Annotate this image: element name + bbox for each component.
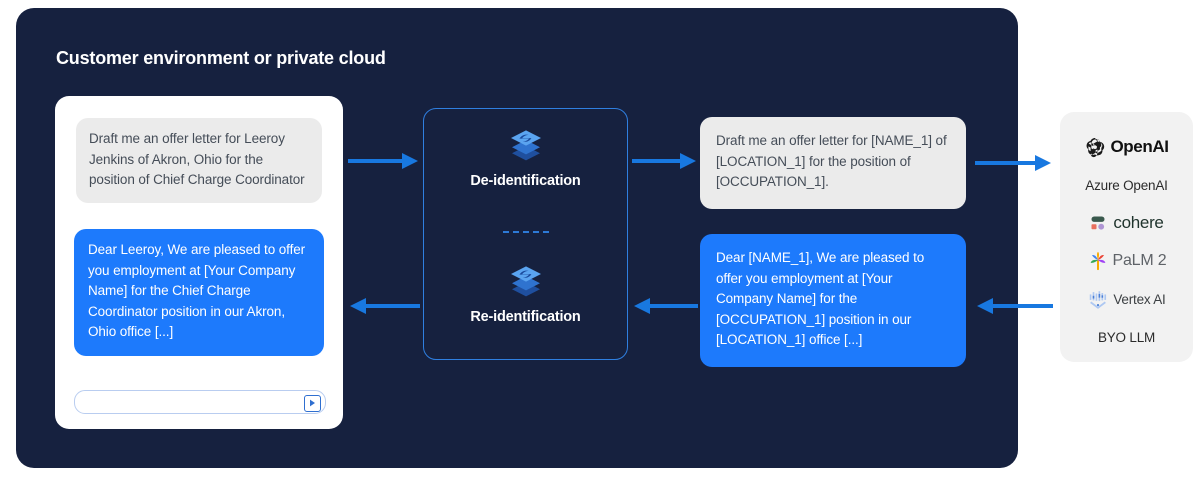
user-message-bubble: Draft me an offer letter for Leeroy Jenk… <box>76 118 322 203</box>
deidentified-response-bubble: Dear [NAME_1], We are pleased to offer y… <box>700 234 966 367</box>
page-title: Customer environment or private cloud <box>56 48 386 68</box>
arrow-reidentification-to-chat <box>350 298 420 314</box>
cohere-logo-icon <box>1091 216 1105 230</box>
llm-provider-openai[interactable]: OpenAI <box>1060 128 1193 166</box>
processing-box: De-identification Re-identification <box>423 108 628 360</box>
llm-provider-label: BYO LLM <box>1097 329 1156 345</box>
dashed-divider <box>502 231 549 233</box>
openai-logo-icon <box>1087 138 1105 158</box>
chat-card: Draft me an offer letter for Leeroy Jenk… <box>55 96 343 429</box>
llm-provider-label: Azure OpenAI <box>1085 177 1168 193</box>
send-triangle-icon[interactable] <box>304 394 321 412</box>
layers-icon <box>510 130 541 161</box>
llm-provider-label: OpenAI <box>1110 137 1169 156</box>
arrow-request-to-llm <box>975 155 1051 171</box>
step-label: Re-identification <box>470 309 581 325</box>
llm-provider-label: cohere <box>1113 213 1164 232</box>
layers-icon <box>510 266 541 297</box>
arrow-deidentification-to-request <box>632 153 696 169</box>
arrow-response-to-reidentification <box>634 298 698 314</box>
arrow-chat-to-deidentification <box>348 153 418 169</box>
vertex-ai-logo-icon <box>1090 291 1107 309</box>
step-de-identification: De-identification <box>424 127 627 189</box>
step-re-identification: Re-identification <box>424 263 627 325</box>
llm-provider-azure-openai[interactable]: Azure OpenAI <box>1060 166 1193 204</box>
llm-provider-label: Vertex AI <box>1113 291 1166 307</box>
chat-input[interactable] <box>74 390 326 414</box>
llm-providers-panel: OpenAI Azure OpenAI cohere PaLM 2 <box>1060 112 1193 362</box>
llm-provider-byo-llm[interactable]: BYO LLM <box>1060 318 1193 356</box>
assistant-message-bubble: Dear Leeroy, We are pleased to offer you… <box>74 229 324 356</box>
deidentified-request-bubble: Draft me an offer letter for [NAME_1] of… <box>700 117 966 209</box>
arrow-llm-to-response <box>977 298 1053 314</box>
llm-provider-palm-2[interactable]: PaLM 2 <box>1060 242 1193 280</box>
palm-logo-icon <box>1090 251 1105 271</box>
step-label: De-identification <box>470 173 581 189</box>
llm-provider-cohere[interactable]: cohere <box>1060 204 1193 242</box>
llm-provider-label: PaLM 2 <box>1112 252 1167 269</box>
llm-provider-vertex-ai[interactable]: Vertex AI <box>1060 280 1193 318</box>
